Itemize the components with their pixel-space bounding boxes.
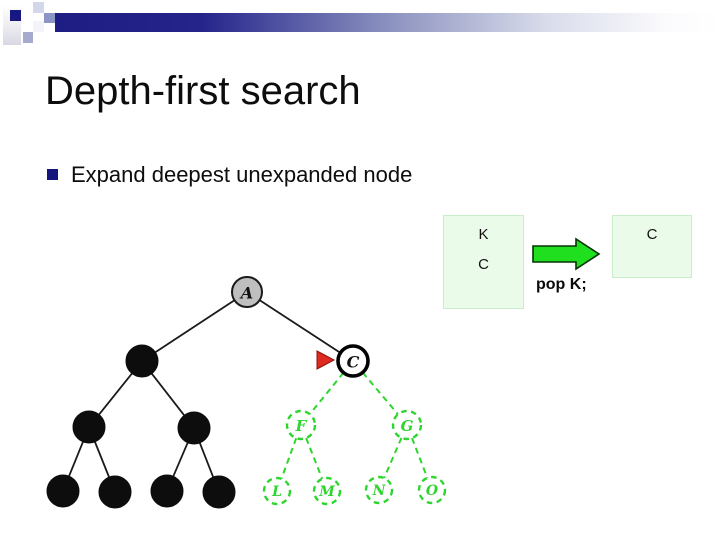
operation-label: pop K; bbox=[536, 276, 587, 293]
tree-node-C bbox=[336, 344, 370, 378]
tree-node-K bbox=[202, 475, 236, 509]
tree-node-B bbox=[125, 344, 159, 378]
stack-item: K bbox=[478, 225, 489, 243]
tree-node-label-O: O bbox=[426, 483, 439, 499]
bullet-square-icon bbox=[47, 169, 58, 180]
tree-node-A bbox=[231, 276, 263, 308]
tree-edge-B-E bbox=[151, 373, 185, 416]
tree-node-label-C: C bbox=[347, 353, 360, 372]
stack-item: C bbox=[478, 255, 489, 273]
deco-square-lavender bbox=[33, 2, 44, 13]
tree-node-L bbox=[262, 476, 292, 506]
bullet-text: Expand deepest unexpanded node bbox=[71, 162, 413, 187]
tree-node-G bbox=[391, 409, 423, 441]
tree-edge-E-J bbox=[172, 442, 189, 477]
transition-arrow bbox=[532, 237, 601, 271]
stack-after-box: C bbox=[612, 215, 692, 278]
tree-node-J bbox=[150, 474, 184, 508]
green-arrow-icon bbox=[532, 237, 601, 271]
bullet-row: Expand deepest unexpanded node bbox=[47, 162, 412, 188]
tree-edge-F-M bbox=[305, 437, 324, 480]
deco-square-white bbox=[33, 21, 44, 32]
tree-node-H bbox=[46, 474, 80, 508]
tree-edge-E-K bbox=[198, 442, 215, 478]
tree-node-O bbox=[417, 475, 447, 505]
tree-edge-C-G bbox=[361, 371, 399, 415]
tree-node-N bbox=[364, 475, 394, 505]
tree-node-M bbox=[312, 476, 342, 506]
tree-node-E bbox=[177, 411, 211, 445]
tree-node-D bbox=[72, 410, 106, 444]
tree-edge-F-L bbox=[280, 437, 298, 480]
tree-edge-D-I bbox=[94, 441, 110, 478]
tree-edge-G-N bbox=[383, 437, 403, 479]
tree-node-I bbox=[98, 475, 132, 509]
tree-edge-A-B bbox=[154, 299, 235, 353]
tree-edge-G-O bbox=[411, 437, 429, 479]
tree-node-label-G: G bbox=[401, 417, 414, 435]
tree-node-label-M: M bbox=[318, 484, 335, 500]
current-node-pointer-icon bbox=[316, 350, 336, 370]
tree-edge-C-F bbox=[309, 372, 345, 415]
tree-node-label-F: F bbox=[295, 417, 308, 435]
stack-item: C bbox=[646, 225, 658, 243]
slide-title: Depth-first search bbox=[45, 69, 361, 113]
deco-square-navy bbox=[10, 10, 21, 21]
deco-square-mid bbox=[23, 32, 33, 43]
tree-edge-D-H bbox=[68, 441, 84, 477]
tree-node-label-L: L bbox=[271, 484, 282, 500]
deco-square-slate bbox=[44, 13, 55, 23]
tree-edge-A-C bbox=[259, 299, 341, 354]
deco-gradient-bar bbox=[55, 13, 720, 32]
tree-node-label-N: N bbox=[372, 483, 387, 499]
tree-edge-B-D bbox=[98, 372, 133, 416]
tree-node-F bbox=[285, 409, 317, 441]
tree-node-label-A: A bbox=[239, 284, 253, 303]
